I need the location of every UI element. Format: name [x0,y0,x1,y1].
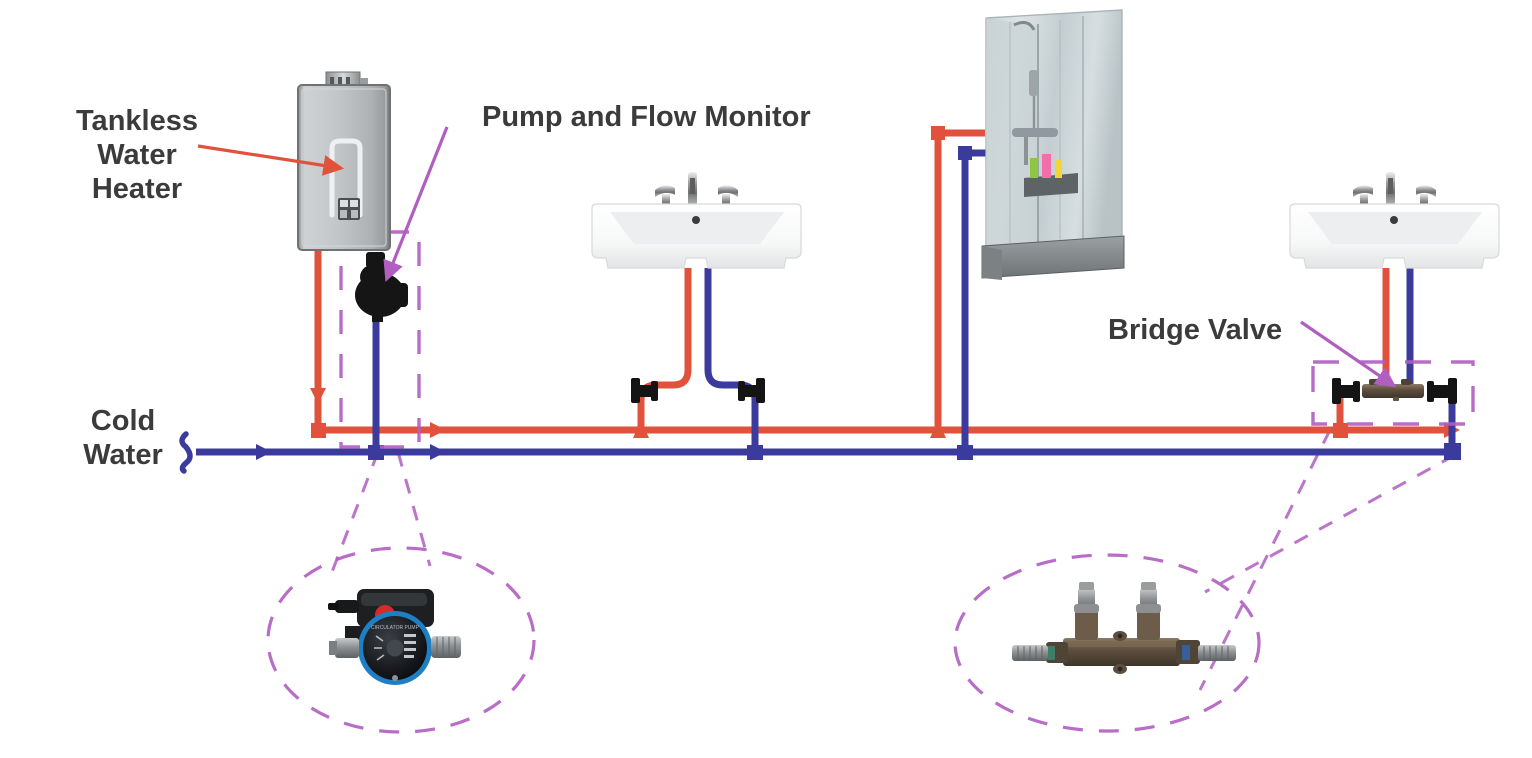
circulator-pump-photo: CIRCULATOR PUMP [328,589,461,685]
label-line: Water [97,139,177,172]
label-line: Heater [91,173,183,206]
label-bridge-valve: Bridge Valve [1108,313,1328,347]
tankless-water-heater-leader [197,144,345,176]
bridge-valve-callout-box [1311,360,1475,426]
lavatory-sink-right[interactable] [1289,172,1500,269]
bridge-valve-photo [1012,582,1236,674]
bridge-valve-detail-ellipse [953,553,1261,733]
label-pump-and-flow-monitor: Pump and Flow Monitor [482,100,882,134]
bridge-valve-callout-leaders [1198,429,1456,691]
valve-port-left [1074,582,1099,640]
tankless-water-heater[interactable] [297,71,391,251]
bridge-valve-assembly[interactable] [1332,378,1457,404]
label-tankless-water-heater: Tankless Water Heater [62,104,212,207]
label-line: Bridge Valve [1108,314,1283,346]
label-line: Cold [90,405,156,437]
svg-text:CIRCULATOR PUMP: CIRCULATOR PUMP [371,625,420,631]
hot-tee-fittings [311,126,1348,438]
pump-detail-ellipse [266,546,536,734]
lavatory-sink-middle[interactable] [591,172,802,269]
label-line: Pump and Flow Monitor [482,101,811,133]
pump-callout-leaders [330,451,432,573]
recirculation-pump[interactable] [355,252,408,322]
bridge-valve-right-shutoff [1427,378,1457,404]
pump-and-flow-monitor-leader [383,126,449,282]
pump-callout-box [339,230,421,449]
shower-enclosure[interactable] [981,9,1125,280]
label-line: Tankless [76,105,198,137]
bridge-valve-left-shutoff [1332,378,1360,404]
valve-port-right [1136,582,1161,640]
label-line: Water [83,439,163,472]
label-cold-water: Cold Water [58,404,188,472]
bridge-valve-leader [1300,320,1397,388]
shutoff-valve-middle-hot[interactable] [631,378,658,403]
hot-water-piping [314,129,1452,434]
cold-water-break-symbol [179,431,193,474]
cold-tee-fittings [368,146,1461,460]
bridge-valve-body [1362,379,1424,401]
shutoff-valve-middle-cold[interactable] [738,378,765,403]
